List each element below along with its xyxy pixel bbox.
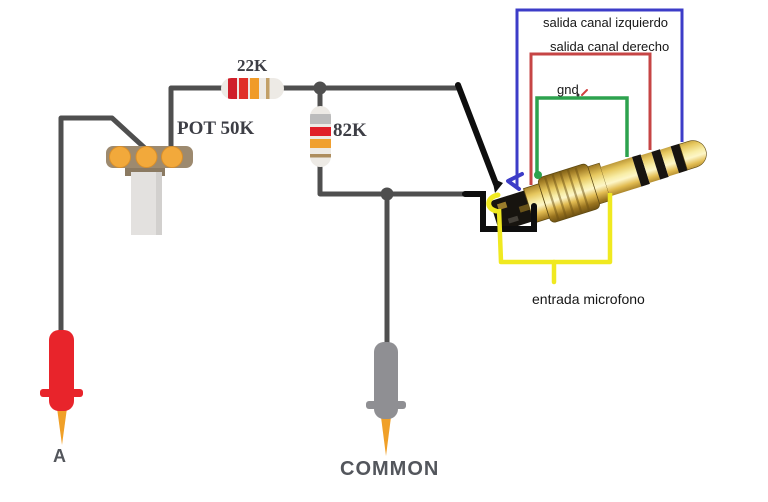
probe-a-body xyxy=(49,330,74,411)
resistor-22k xyxy=(221,78,284,99)
probe-common-body xyxy=(374,342,398,419)
jack-insulator-ring xyxy=(670,143,688,174)
label-right-channel-output: salida canal derecho xyxy=(550,39,670,54)
pot-shaft-shade xyxy=(156,172,162,235)
band-orange xyxy=(310,139,331,148)
circuit-wires xyxy=(58,85,468,347)
label-gnd: gnd xyxy=(557,82,579,97)
wire-gnd-green xyxy=(535,96,629,178)
jack-tip xyxy=(678,140,707,171)
label-mic-input: entrada microfono xyxy=(532,291,645,307)
jack-ring1 xyxy=(660,146,680,177)
band-gold xyxy=(266,78,270,99)
wire-right-channel-red xyxy=(529,52,652,185)
label-probe-a: A xyxy=(53,446,66,466)
jack-solder-lug xyxy=(507,215,519,224)
black-wire-arrowhead xyxy=(492,178,503,193)
jack-insulator-ring xyxy=(631,154,650,187)
wire-black-loop-to-sleeve xyxy=(462,191,537,232)
gnd-period-dot xyxy=(576,93,580,97)
pot-terminal xyxy=(109,146,131,168)
band-orange xyxy=(250,78,259,99)
jack-insulator-ring xyxy=(651,149,669,180)
label-resistor-82k: 82K xyxy=(333,120,367,141)
probe-common xyxy=(366,342,406,456)
potentiometer xyxy=(106,146,193,235)
wire-black-diagonal-to-jack xyxy=(455,82,499,187)
jack-sleeve xyxy=(600,157,642,197)
jack-collar-ridges xyxy=(544,167,590,220)
label-resistor-22k: 22K xyxy=(237,56,268,75)
yellow-solder-mark xyxy=(486,192,501,214)
jack-solder-lug xyxy=(496,201,508,211)
wire-pot-to-22k xyxy=(168,85,461,153)
label-left-channel-output: salida canal izquierdo xyxy=(543,15,669,30)
wire-left-channel-blue xyxy=(515,8,684,187)
resistor-82k xyxy=(310,106,331,167)
junction-dot xyxy=(313,81,327,95)
band-gold xyxy=(310,154,331,158)
trrs-jack-plug xyxy=(490,140,707,231)
black-wires xyxy=(455,82,537,232)
band-red xyxy=(310,127,331,136)
pot-tab xyxy=(125,166,165,176)
gnd-red-tick xyxy=(581,89,588,96)
band-red xyxy=(228,78,237,99)
pot-terminal xyxy=(135,146,158,168)
junction-dot xyxy=(380,187,394,201)
band-red xyxy=(239,78,248,99)
jack-ring2 xyxy=(640,151,661,183)
label-pot-50k: POT 50K xyxy=(177,118,255,139)
label-probe-common: COMMON xyxy=(340,458,440,480)
probe-a xyxy=(40,330,83,445)
blue-solder-mark xyxy=(506,172,524,191)
wire-pot-wiper-to-probe-a xyxy=(58,115,150,336)
band-gray xyxy=(310,114,331,124)
probe-common-tip xyxy=(381,417,391,456)
green-solder-mark xyxy=(534,171,542,179)
probe-a-tip xyxy=(57,408,67,445)
pot-terminal xyxy=(161,146,183,168)
